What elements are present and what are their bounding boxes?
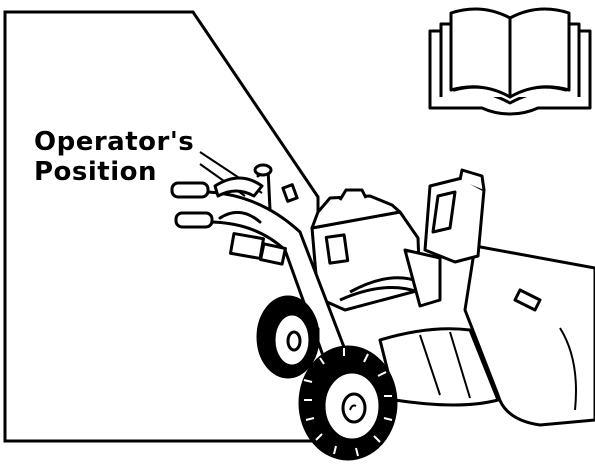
rear-left-wheel xyxy=(258,297,318,377)
front-right-wheel xyxy=(300,347,396,459)
label-line-2: Position xyxy=(34,157,194,187)
open-book-icon xyxy=(430,9,590,114)
label-line-1: Operator's xyxy=(34,127,194,157)
engine xyxy=(312,190,440,310)
discharge-chute xyxy=(425,170,484,262)
operator-position-label: Operator's Position xyxy=(34,127,194,187)
